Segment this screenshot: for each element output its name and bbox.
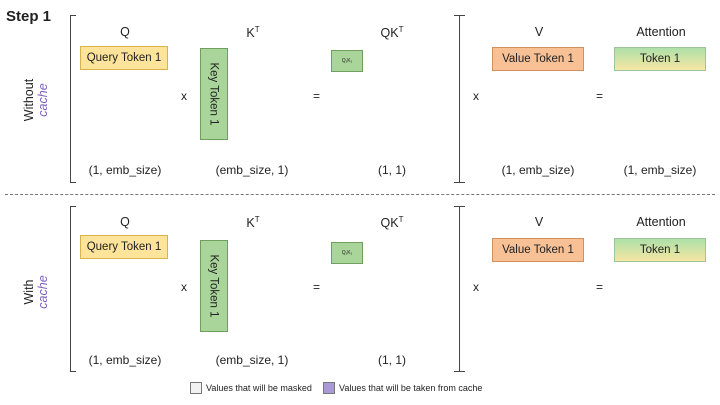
section-2-left-bracket-2 — [459, 206, 465, 372]
section-2-side-line1: With — [22, 279, 36, 305]
section-divider — [5, 194, 715, 195]
legend-cache: Values that will be taken from cache — [323, 382, 482, 394]
section-1-times-1: x — [181, 89, 187, 103]
section-2-qk-label: Q₁K₁ — [341, 250, 353, 256]
section-1-value-token-box: Value Token 1 — [492, 47, 584, 71]
section-2-qk-box: Q₁K₁ — [331, 242, 363, 264]
section-2-qk-header-text: QK — [380, 216, 399, 231]
section-1-q-header: Q — [120, 25, 130, 39]
legend-cache-label: Values that will be taken from cache — [339, 383, 483, 393]
section-1-qk-box: Q₁K₁ — [331, 50, 363, 72]
section-2-side-line2: cache — [36, 275, 50, 309]
section-1-key-token-box: Key Token 1 — [200, 48, 228, 140]
section-1-times-2: x — [473, 89, 479, 103]
section-1-v-dim: (1, emb_size) — [501, 163, 575, 177]
section-2-k-header-text: K — [246, 216, 255, 231]
section-1-q-dim: (1, emb_size) — [88, 163, 162, 177]
section-1-side-label: Without cache — [22, 60, 50, 140]
section-2-side-label: With cache — [22, 252, 50, 332]
section-1-equals-2: = — [596, 89, 604, 103]
section-2-left-bracket-1 — [70, 206, 76, 372]
section-2-attention-token-box: Token 1 — [614, 238, 706, 262]
section-1-k-dim: (emb_size, 1) — [215, 163, 289, 177]
legend-cache-swatch — [323, 382, 335, 394]
section-2-attention-token-label: Token 1 — [639, 244, 681, 256]
section-2-query-token-label: Query Token 1 — [86, 241, 162, 253]
section-1-left-bracket-1 — [70, 15, 76, 183]
section-1-equals-1: = — [313, 89, 321, 103]
legend-masked-swatch — [190, 382, 202, 394]
section-1-value-token-label: Value Token 1 — [502, 53, 574, 65]
legend-masked-label: Values that will be masked — [206, 383, 312, 393]
section-2-k-transpose: T — [254, 215, 260, 224]
section-2-k-header: KT — [208, 215, 298, 230]
section-2-qk-transpose: T — [398, 215, 404, 224]
section-1-att-header: Attention — [636, 25, 686, 39]
step-title: Step 1 — [6, 8, 52, 25]
section-2-att-header: Attention — [636, 215, 686, 229]
section-1-key-token-label: Key Token 1 — [208, 62, 220, 126]
section-1-att-dim: (1, emb_size) — [623, 163, 697, 177]
section-1-query-token-label: Query Token 1 — [86, 52, 162, 64]
section-1-qk-dim: (1, 1) — [377, 163, 406, 177]
legend-masked: Values that will be masked — [190, 382, 312, 394]
section-1-k-transpose: T — [254, 25, 260, 34]
section-1-attention-token-box: Token 1 — [614, 47, 706, 71]
section-1-qk-header-text: QK — [380, 26, 399, 41]
section-2-q-header: Q — [120, 215, 130, 229]
section-1-attention-token-label: Token 1 — [639, 53, 681, 65]
section-2-v-header: V — [534, 215, 544, 229]
section-1-k-header: KT — [208, 25, 298, 40]
section-2-query-token-box: Query Token 1 — [80, 235, 168, 259]
section-2-value-token-label: Value Token 1 — [502, 244, 574, 256]
section-1-qk-transpose: T — [398, 25, 404, 34]
section-2-times-1: x — [181, 280, 187, 294]
section-1-left-bracket-2 — [459, 15, 465, 183]
section-1-query-token-box: Query Token 1 — [80, 46, 168, 70]
section-2-qk-header: QKT — [347, 215, 437, 230]
section-1-k-header-text: K — [246, 26, 255, 41]
section-2-equals-2: = — [596, 280, 604, 294]
section-2-equals-1: = — [313, 280, 321, 294]
section-1-side-line2: cache — [36, 83, 50, 117]
section-1-qk-header: QKT — [347, 25, 437, 40]
section-1-side-line1: Without — [22, 78, 36, 122]
section-2-q-dim: (1, emb_size) — [88, 353, 162, 367]
section-2-key-token-label: Key Token 1 — [208, 254, 220, 318]
section-2-times-2: x — [473, 280, 479, 294]
section-2-k-dim: (emb_size, 1) — [215, 353, 289, 367]
section-2-value-token-box: Value Token 1 — [492, 238, 584, 262]
section-1-v-header: V — [534, 25, 544, 39]
section-2-qk-dim: (1, 1) — [377, 353, 406, 367]
section-2-key-token-box: Key Token 1 — [200, 240, 228, 332]
section-1-qk-label: Q₁K₁ — [341, 58, 353, 64]
